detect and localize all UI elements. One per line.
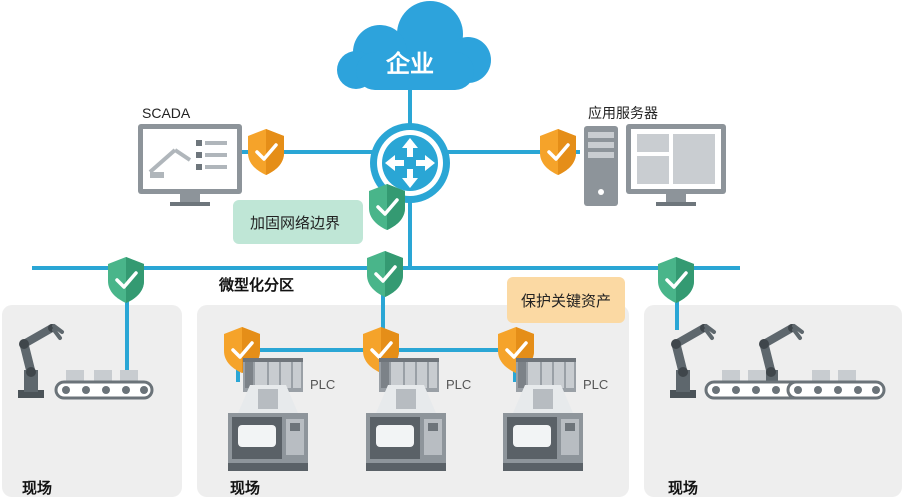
app-server-label: 应用服务器 (588, 105, 658, 121)
router-icon (370, 123, 450, 203)
shield-orange-icon (246, 127, 286, 177)
scada-monitor-icon (138, 124, 242, 206)
plc-label: PLC (583, 377, 608, 392)
callout-perimeter-label: 加固网络边界 (250, 215, 340, 232)
plc-label: PLC (310, 377, 335, 392)
field-panel-right (644, 305, 902, 497)
app-server-icon (584, 124, 726, 206)
plc-label: PLC (446, 377, 471, 392)
shield-orange-icon (538, 127, 578, 177)
shield-green-icon (365, 249, 405, 299)
scada-label: SCADA (142, 105, 191, 121)
callout-protect-assets-label: 保护关键资产 (521, 293, 611, 310)
shield-green-icon (656, 255, 696, 305)
field-label-center: 现场 (230, 480, 260, 497)
zoning-label: 微型化分区 (218, 276, 294, 294)
conveyor-icon (786, 370, 886, 400)
field-label-left: 现场 (22, 480, 52, 497)
enterprise-label: 企业 (386, 50, 434, 78)
callout-protect-assets (507, 277, 625, 323)
enterprise-cloud-icon (337, 1, 491, 90)
conveyor-icon (704, 370, 804, 400)
shield-green-icon (106, 255, 146, 305)
conveyor-icon (54, 370, 154, 400)
field-panel-left (2, 305, 182, 497)
shield-green-icon (367, 182, 407, 232)
field-label-right: 现场 (668, 480, 698, 497)
callout-perimeter (233, 200, 363, 244)
